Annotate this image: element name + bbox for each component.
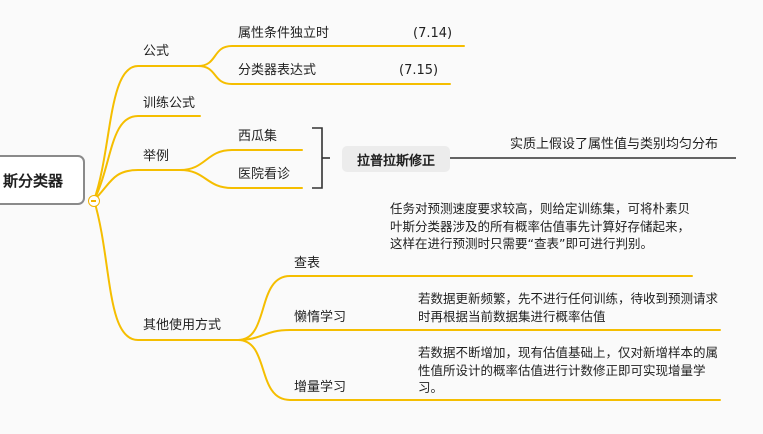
node-lookup-table[interactable]: 查表 xyxy=(294,256,321,271)
note-lookup-table: 任务对预测速度要求较高，则给定训练集，可将朴素贝叶斯分类器涉及的所有概率估值事先… xyxy=(390,201,691,251)
summary-label: 拉普拉斯修正 xyxy=(356,153,435,169)
root-node[interactable]: 斯分类器 xyxy=(0,155,85,205)
connector-training xyxy=(93,115,201,201)
connector-usage-3 xyxy=(237,339,721,401)
node-incremental-learning[interactable]: 增量学习 xyxy=(294,380,347,395)
connector-formula xyxy=(93,65,199,201)
connector-formula-2 xyxy=(197,65,451,85)
summary-note: 实质上假设了属性值与类别均匀分布 xyxy=(510,137,719,152)
equation-7-15: (7.15) xyxy=(399,63,439,78)
branch-example[interactable]: 举例 xyxy=(143,149,170,164)
note-lazy-learning: 若数据更新频繁，先不进行任何训练，待收到预测请求时再根据当前数据集进行概率估值 xyxy=(418,291,719,324)
node-independent[interactable]: 属性条件独立时 xyxy=(238,26,330,41)
branch-formula[interactable]: 公式 xyxy=(143,44,170,59)
branch-training[interactable]: 训练公式 xyxy=(143,96,196,111)
note-incremental-learning: 若数据不断增加，现有估值基础上，仅对新增样本的属性值所设计的概率估值进行计数修正… xyxy=(418,345,719,395)
summary-node[interactable]: 拉普拉斯修正 xyxy=(342,146,450,172)
connector-formula-1 xyxy=(197,45,465,67)
node-lazy-learning[interactable]: 懒惰学习 xyxy=(294,310,347,325)
collapse-toggle[interactable] xyxy=(88,195,100,207)
node-watermelon-set[interactable]: 西瓜集 xyxy=(238,129,278,144)
connector-usage-2 xyxy=(237,329,721,341)
equation-7-14: (7.14) xyxy=(413,26,453,41)
connector-usage-1 xyxy=(237,275,693,341)
connector-example-2 xyxy=(179,169,303,189)
branch-usage[interactable]: 其他使用方式 xyxy=(143,318,222,333)
summary-bracket xyxy=(312,127,323,189)
node-classifier-expression[interactable]: 分类器表达式 xyxy=(238,63,317,78)
connector-example-1 xyxy=(179,149,303,171)
root-label: 斯分类器 xyxy=(2,171,63,190)
connector-example xyxy=(93,169,181,201)
connector-usage xyxy=(93,199,239,341)
node-hospital-visit[interactable]: 医院看诊 xyxy=(238,167,291,182)
